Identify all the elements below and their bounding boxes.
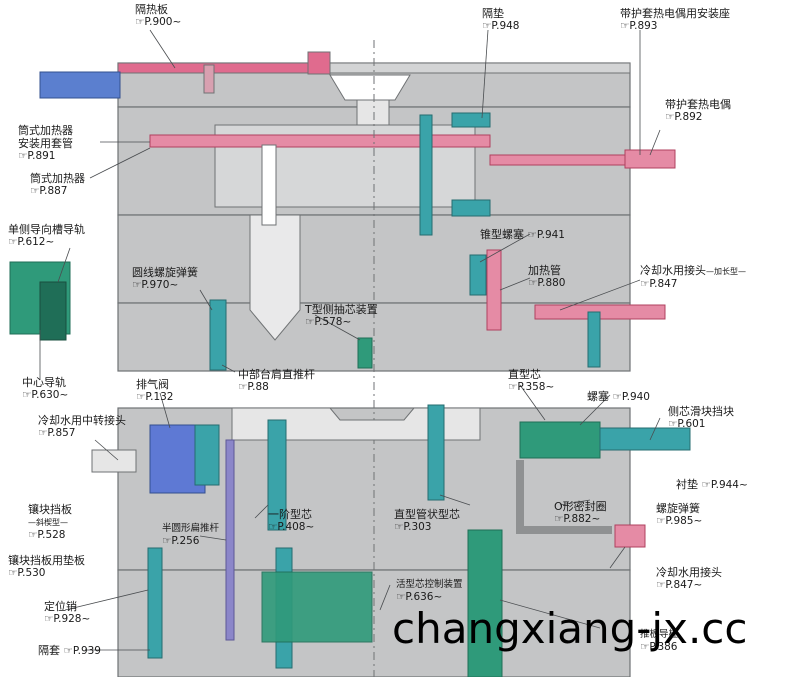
label-t-side-core: T型侧抽芯装置☞P.578~ bbox=[305, 303, 378, 328]
insulation-block bbox=[307, 51, 331, 75]
slide-core-block bbox=[519, 421, 601, 459]
cartridge-heater-bar bbox=[149, 134, 491, 148]
label-cartridge-heater: 筒式加热器☞P.887 bbox=[30, 172, 85, 197]
spacer-block-top bbox=[451, 112, 491, 128]
label-straight-core: 直型芯☞P.358~ bbox=[508, 368, 555, 393]
label-step-core: 一阶型芯☞P.408~ bbox=[268, 508, 315, 533]
label-spacer: 隔垫☞P.948 bbox=[482, 7, 520, 32]
relay-fitting bbox=[91, 449, 137, 473]
spacer-block-bottom bbox=[451, 199, 491, 217]
label-side-slide-stop: 侧芯滑块挡块☞P.601 bbox=[668, 405, 734, 430]
guide-rail-part bbox=[39, 281, 67, 341]
label-tube-core: 直型管状型芯☞P.303 bbox=[394, 508, 460, 533]
nozzle-channel bbox=[261, 144, 277, 226]
left-fitting bbox=[39, 71, 121, 99]
cavity-core-shape bbox=[231, 407, 481, 441]
label-o-ring: O形密封圈☞P.882~ bbox=[554, 500, 607, 525]
label-locating-pin: 定位销☞P.928~ bbox=[44, 600, 91, 625]
label-cooling-fitting-long: 冷却水用接头—加长型—☞P.847 bbox=[640, 264, 746, 290]
label-washer: 衬垫 ☞P.944~ bbox=[676, 478, 748, 491]
top-screw bbox=[203, 64, 215, 94]
right-bolt-top bbox=[587, 311, 601, 368]
sprue-opening bbox=[329, 74, 411, 101]
thermocouple-rod bbox=[489, 154, 641, 166]
o-ring-channel bbox=[516, 460, 612, 534]
label-sleeve: 隔套 ☞P.939 bbox=[38, 644, 101, 657]
label-insulation-plate: 隔热板☞P.900~ bbox=[135, 3, 182, 28]
locating-pin-part bbox=[147, 547, 163, 659]
label-mid-step-ejector: 中部台肩直推杆☞P.88 bbox=[238, 368, 315, 393]
top-plate-edge bbox=[329, 62, 631, 74]
label-thermocouple: 带护套热电偶☞P.892 bbox=[665, 98, 731, 123]
thermocouple-seat bbox=[624, 149, 676, 169]
label-insert-stop: 镶块挡板—斜楔型—☞P.528 bbox=[28, 503, 72, 541]
label-cooling-relay: 冷却水用中转接头☞P.857 bbox=[38, 414, 126, 439]
t-core-part bbox=[357, 337, 373, 369]
clamp-bolt bbox=[419, 114, 433, 236]
heater-pipe bbox=[486, 249, 502, 331]
half-round-ejector-pin bbox=[225, 439, 235, 641]
label-vent-valve: 排气阀☞P.132 bbox=[136, 378, 174, 403]
label-spiral-spring: 螺旋弹簧☞P.985~ bbox=[656, 502, 703, 527]
label-heater-sleeve: 筒式加热器 安装用套管☞P.891 bbox=[18, 124, 73, 162]
label-taper-plug: 锥型螺塞 ☞P.941 bbox=[480, 228, 565, 241]
slide-stop bbox=[599, 427, 691, 451]
label-cooling-fitting: 冷却水用接头☞P.847~ bbox=[656, 566, 722, 591]
label-insert-stop-pad: 镶块挡板用垫板☞P.530 bbox=[8, 554, 85, 579]
coil-spring-part bbox=[209, 299, 227, 371]
lower-green-block bbox=[261, 571, 373, 643]
taper-plug-part bbox=[469, 254, 487, 296]
vent-valve-part bbox=[194, 424, 220, 486]
tube-core-pin bbox=[427, 404, 445, 501]
ejector-guide-part bbox=[467, 529, 503, 678]
label-one-side-guide: 单侧导向槽导轨☞P.612~ bbox=[8, 223, 85, 248]
hot-nozzle bbox=[249, 214, 301, 341]
label-center-guide: 中心导轨☞P.630~ bbox=[22, 376, 69, 401]
label-thermocouple-seat: 带护套热电偶用安装座☞P.893 bbox=[620, 7, 730, 32]
leader-lines bbox=[39, 29, 661, 651]
label-slide-core-control: 活型芯控制装置☞P.636~ bbox=[396, 579, 463, 603]
label-heater-tube: 加热管☞P.880 bbox=[528, 264, 566, 289]
watermark: changxiang-jx.cc bbox=[392, 604, 748, 653]
label-screw-plug: 螺塞 ☞P.940 bbox=[587, 390, 650, 403]
label-coil-spring: 圆线螺旋弹簧☞P.970~ bbox=[132, 266, 198, 291]
step-core-pin bbox=[267, 419, 287, 531]
cooling-fitting-right bbox=[614, 524, 646, 548]
label-ejector-guide: 推板导柱☞P.386 bbox=[640, 629, 679, 653]
label-half-round-ejector: 半圆形扁推杆☞P.256 bbox=[162, 523, 220, 547]
